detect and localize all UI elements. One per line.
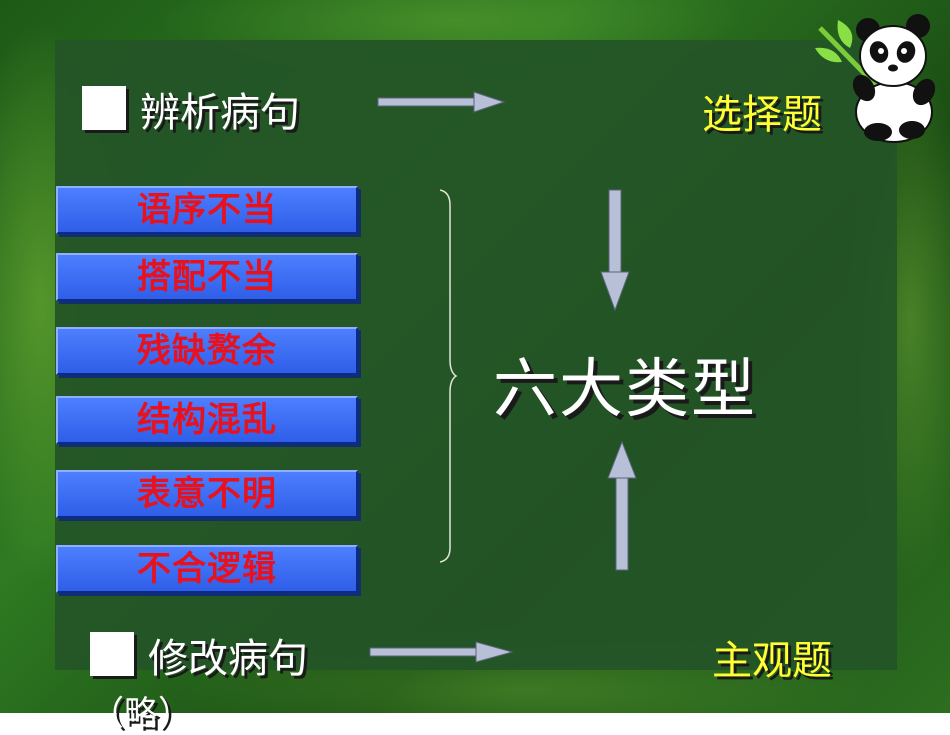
square-bullet-icon [90, 632, 134, 676]
panda-with-bamboo-icon [815, 14, 936, 143]
decorations-layer [369, 14, 936, 663]
bottom-right-arrow-icon [369, 641, 514, 663]
top-heading: 辨析病句 [82, 80, 300, 138]
up-arrow-icon [607, 440, 637, 571]
curly-brace-icon [439, 189, 458, 563]
top-type-label: 选择题 [702, 92, 822, 138]
category-box-3: 残缺赘余 [56, 327, 358, 375]
bottom-type-label: 主观题 [712, 638, 832, 684]
category-box-5: 表意不明 [56, 470, 358, 518]
category-box-2: 搭配不当 [56, 253, 358, 301]
square-bullet-icon [82, 86, 126, 130]
center-title: 六大类型 [493, 353, 757, 427]
down-arrow-icon [600, 189, 630, 312]
top-heading-text: 辨析病句 [140, 90, 300, 136]
category-box-4: 结构混乱 [56, 396, 358, 444]
category-box-6: 不合逻辑 [56, 545, 358, 593]
bottom-heading: 修改病句 [90, 626, 308, 684]
bottom-heading-text: 修改病句 [148, 636, 308, 682]
category-box-1: 语序不当 [56, 186, 358, 234]
top-right-arrow-icon [377, 91, 506, 113]
